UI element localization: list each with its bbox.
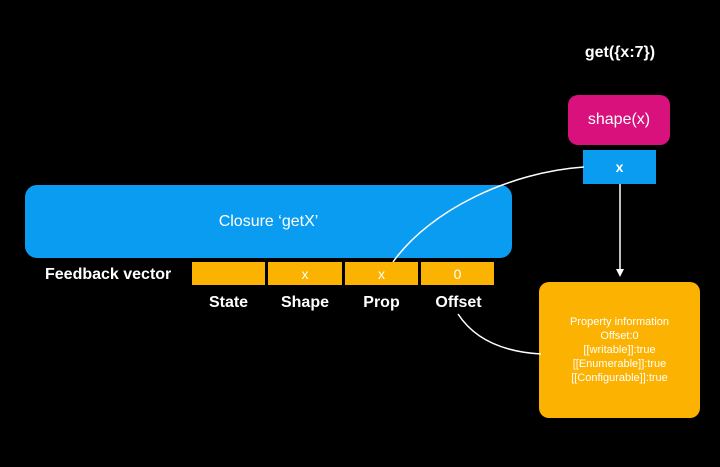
diagram-title: get({x:7}) bbox=[584, 44, 656, 61]
property-info-enumerable: [[Enumerable]]:true bbox=[572, 358, 667, 370]
offset-to-property-info-connector bbox=[457, 313, 542, 355]
shape-node: shape(x) bbox=[568, 95, 670, 145]
slot-label-offset: Offset bbox=[435, 294, 482, 311]
feedback-slot-offset-value: 0 bbox=[453, 265, 462, 282]
shape-property-x: x bbox=[583, 150, 656, 184]
closure-label: Closure ‘getX’ bbox=[218, 212, 319, 230]
feedback-slot-shape: x bbox=[268, 262, 342, 285]
shape-property-label: x bbox=[615, 159, 624, 175]
slot-label-shape: Shape bbox=[280, 294, 329, 311]
feedback-slot-state bbox=[192, 262, 265, 285]
slot-label-state: State bbox=[208, 294, 249, 311]
property-info-offset: Offset:0 bbox=[600, 330, 639, 342]
feedback-slot-offset: 0 bbox=[421, 262, 494, 285]
property-information-box: Property information Offset:0 [[writable… bbox=[539, 282, 700, 418]
feedback-vector-label: Feedback vector bbox=[45, 266, 172, 283]
prop-to-shape-x-connector bbox=[392, 166, 585, 263]
closure-box: Closure ‘getX’ bbox=[25, 185, 512, 258]
feedback-slot-prop-value: x bbox=[378, 265, 385, 282]
feedback-slot-prop: x bbox=[345, 262, 418, 285]
slot-label-prop: Prop bbox=[363, 294, 400, 311]
property-info-writable: [[writable]]:true bbox=[583, 344, 656, 356]
property-info-configurable: [[Configurable]]:true bbox=[571, 372, 668, 384]
feedback-slot-shape-value: x bbox=[301, 265, 309, 282]
property-info-heading: Property information bbox=[569, 316, 670, 328]
shape-label: shape(x) bbox=[587, 111, 651, 128]
